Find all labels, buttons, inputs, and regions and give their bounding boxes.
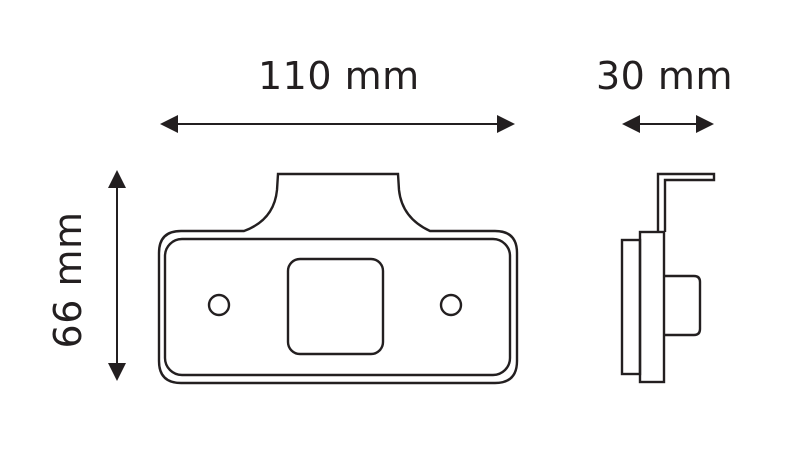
arrowhead-left-icon xyxy=(160,115,178,133)
height-dimension-label: 66 mm xyxy=(46,211,90,349)
height-dimension-arrow xyxy=(108,170,126,381)
center-square-lens xyxy=(286,257,385,356)
bracket-outline xyxy=(656,172,716,232)
outer-housing-outline xyxy=(157,172,519,385)
arrowhead-down-icon xyxy=(108,363,126,381)
arrowhead-up-icon xyxy=(108,170,126,188)
width-dimension-arrow xyxy=(160,115,515,133)
side-view xyxy=(620,172,716,384)
arrowhead-right-icon xyxy=(696,115,714,133)
right-screw-hole xyxy=(439,293,463,317)
rear-connector-knob xyxy=(664,274,702,337)
front-view xyxy=(157,172,519,385)
left-screw-hole xyxy=(207,293,231,317)
width-dimension-label: 110 mm xyxy=(258,54,420,98)
back-plate xyxy=(620,238,642,376)
depth-dimension-label: 30 mm xyxy=(596,54,733,98)
arrowhead-left-icon xyxy=(622,115,640,133)
housing-body xyxy=(638,230,666,384)
inner-lens-border xyxy=(163,237,512,377)
depth-dimension-arrow xyxy=(622,115,714,133)
arrowhead-right-icon xyxy=(497,115,515,133)
